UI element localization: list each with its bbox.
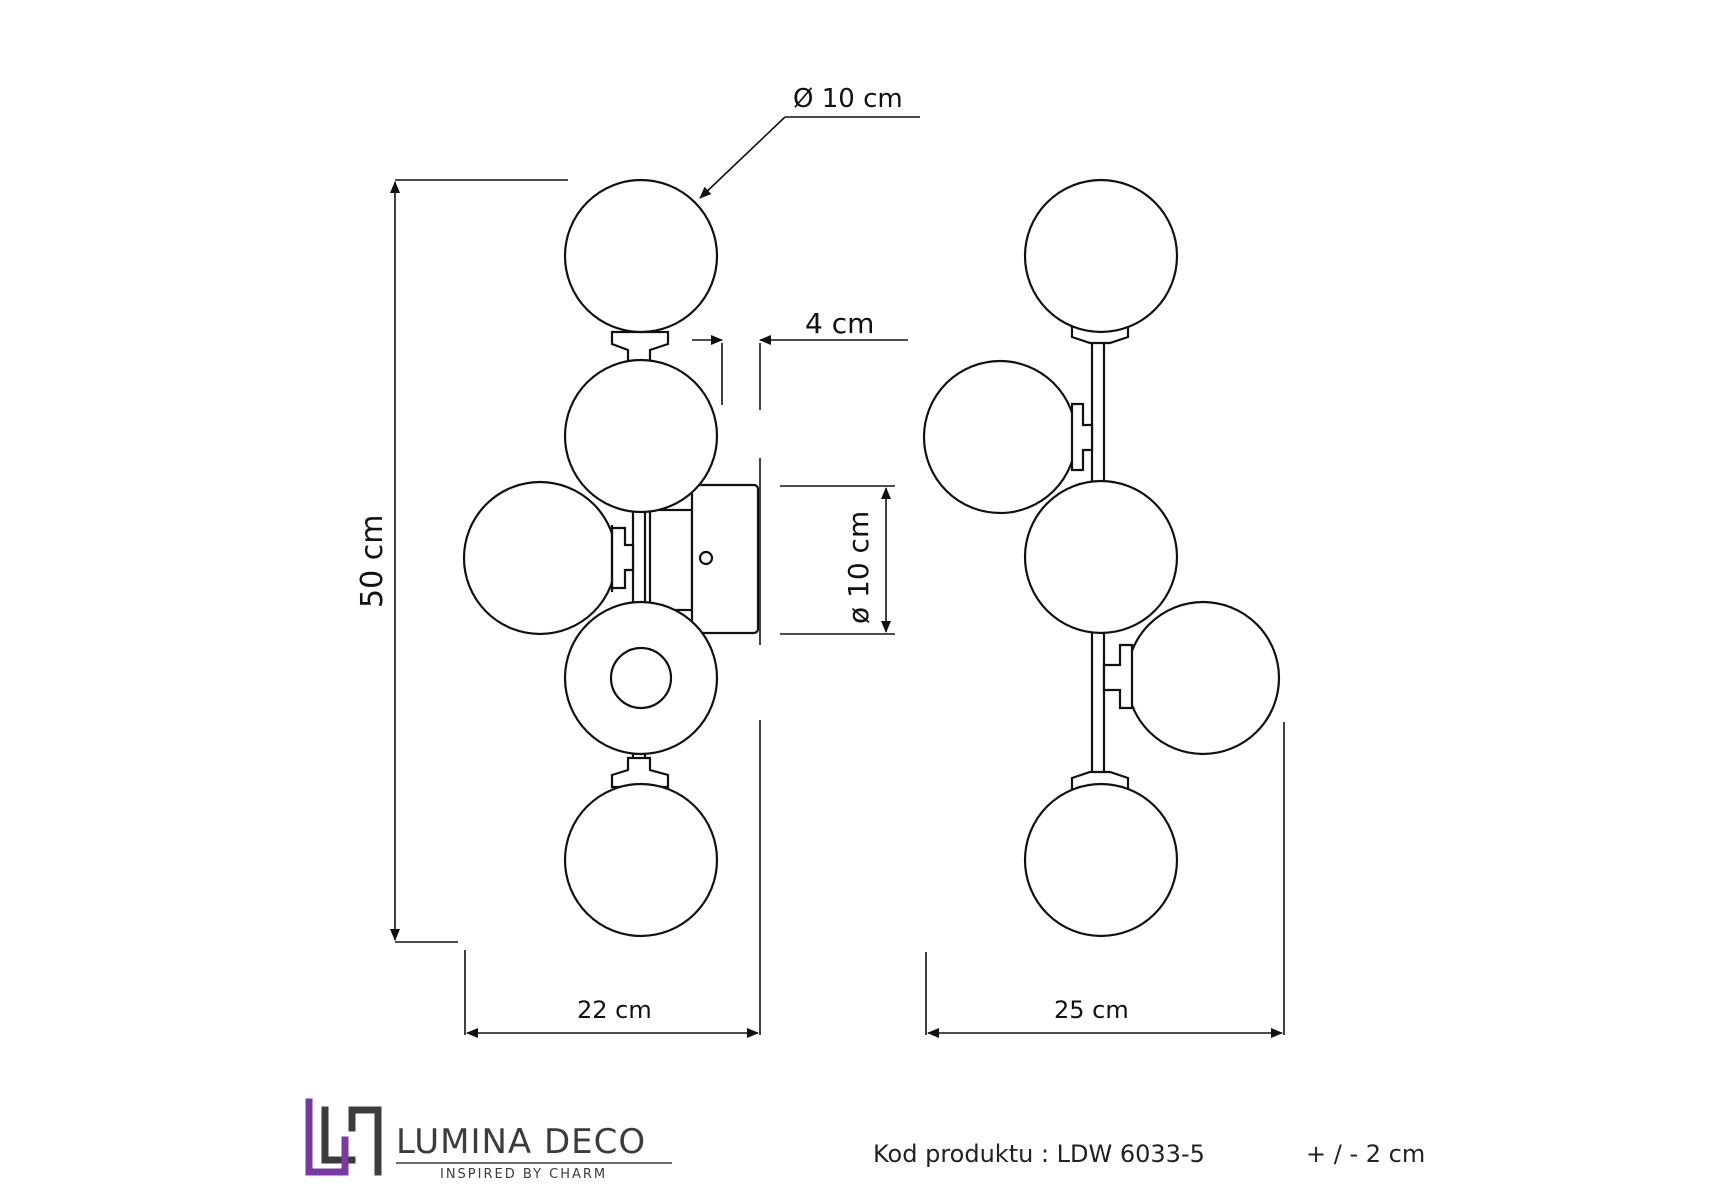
front-globe-2 <box>563 358 719 514</box>
front-view <box>462 178 760 938</box>
brand-name: LUMINA DECO <box>396 1122 646 1162</box>
side-globe-1 <box>1023 178 1179 334</box>
front-globe-4 <box>563 600 719 756</box>
height-label: 50 cm <box>355 515 390 608</box>
brand-tagline: INSPIRED BY CHARM <box>440 1167 607 1182</box>
side-view <box>922 178 1281 938</box>
side-globe-3 <box>1023 479 1179 635</box>
globe-diameter-label: Ø 10 cm <box>793 84 903 114</box>
product-code: Kod produktu : LDW 6033-5 <box>873 1140 1205 1168</box>
side-globe-2 <box>922 359 1078 515</box>
side-width-label: 25 cm <box>1054 996 1129 1024</box>
front-globe-1 <box>563 178 719 334</box>
brand-logo: LUMINA DECO INSPIRED BY CHARM <box>305 1098 672 1182</box>
dimension-lines <box>390 116 1285 1038</box>
front-globe-5 <box>563 782 719 938</box>
front-globe-3 <box>462 480 618 636</box>
depth-label: 4 cm <box>805 307 874 340</box>
base-diameter-label: ø 10 cm <box>842 511 875 624</box>
side-globe-5 <box>1023 782 1179 938</box>
logo-mark-icon <box>305 1098 382 1176</box>
side-globe-4 <box>1125 600 1281 756</box>
front-width-label: 22 cm <box>577 996 652 1024</box>
tolerance: + / - 2 cm <box>1306 1140 1425 1168</box>
